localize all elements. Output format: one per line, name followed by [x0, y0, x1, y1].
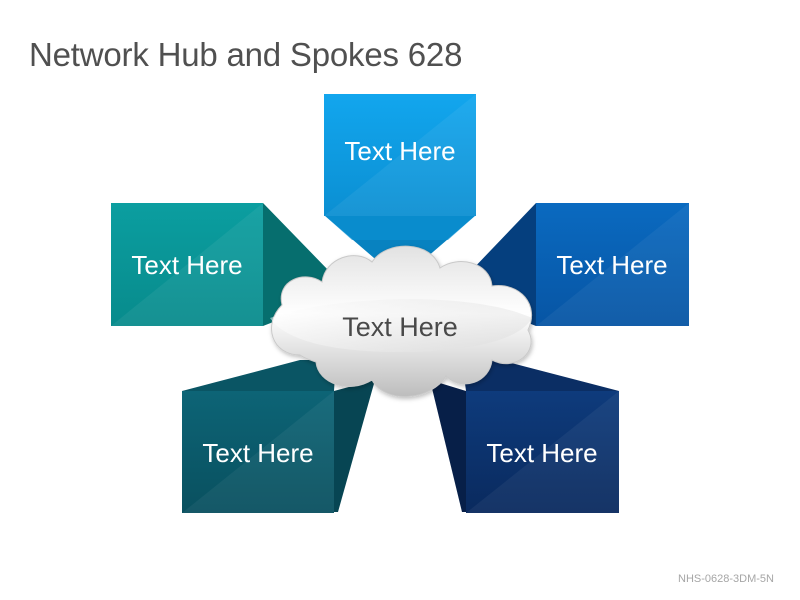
spoke-bottom-right-box: [466, 391, 619, 513]
hub-cloud[interactable]: Text Here: [270, 245, 533, 398]
spoke-bottom-left-box: [182, 391, 334, 513]
spoke-bottom-left-label: Text Here: [202, 438, 313, 468]
spoke-bottom-right-side-face: [430, 380, 466, 512]
spoke-left-box: [111, 203, 263, 326]
cloud-band: [270, 299, 532, 352]
spoke-right-box: [536, 203, 689, 326]
footer-code: NHS-0628-3DM-5N: [678, 573, 774, 585]
spoke-left-label: Text Here: [131, 250, 242, 280]
spoke-bottom-left-top-face: [182, 360, 336, 391]
spoke-left-sheen: [111, 203, 263, 326]
hub-label: Text Here: [342, 312, 458, 342]
spoke-bottom-right-top-face: [462, 360, 619, 391]
spoke-bottom-right[interactable]: Text Here: [430, 360, 619, 513]
spoke-bottom-left[interactable]: Text Here: [182, 360, 375, 513]
spoke-top-box: [324, 94, 476, 216]
spoke-left[interactable]: Text Here: [111, 203, 330, 326]
spoke-top-sheen: [324, 94, 476, 216]
page-title: Network Hub and Spokes 628: [29, 36, 463, 73]
spoke-top[interactable]: Text Here: [324, 94, 476, 270]
spoke-bottom-right-label: Text Here: [486, 438, 597, 468]
spoke-bottom-left-sheen: [182, 391, 334, 513]
spoke-top-label: Text Here: [344, 136, 455, 166]
spoke-bottom-right-sheen: [466, 391, 619, 513]
spoke-bottom-left-side-face: [334, 380, 375, 512]
spoke-right-sheen: [536, 203, 689, 326]
spoke-top-connector-highlight: [324, 215, 476, 240]
spoke-right-label: Text Here: [556, 250, 667, 280]
